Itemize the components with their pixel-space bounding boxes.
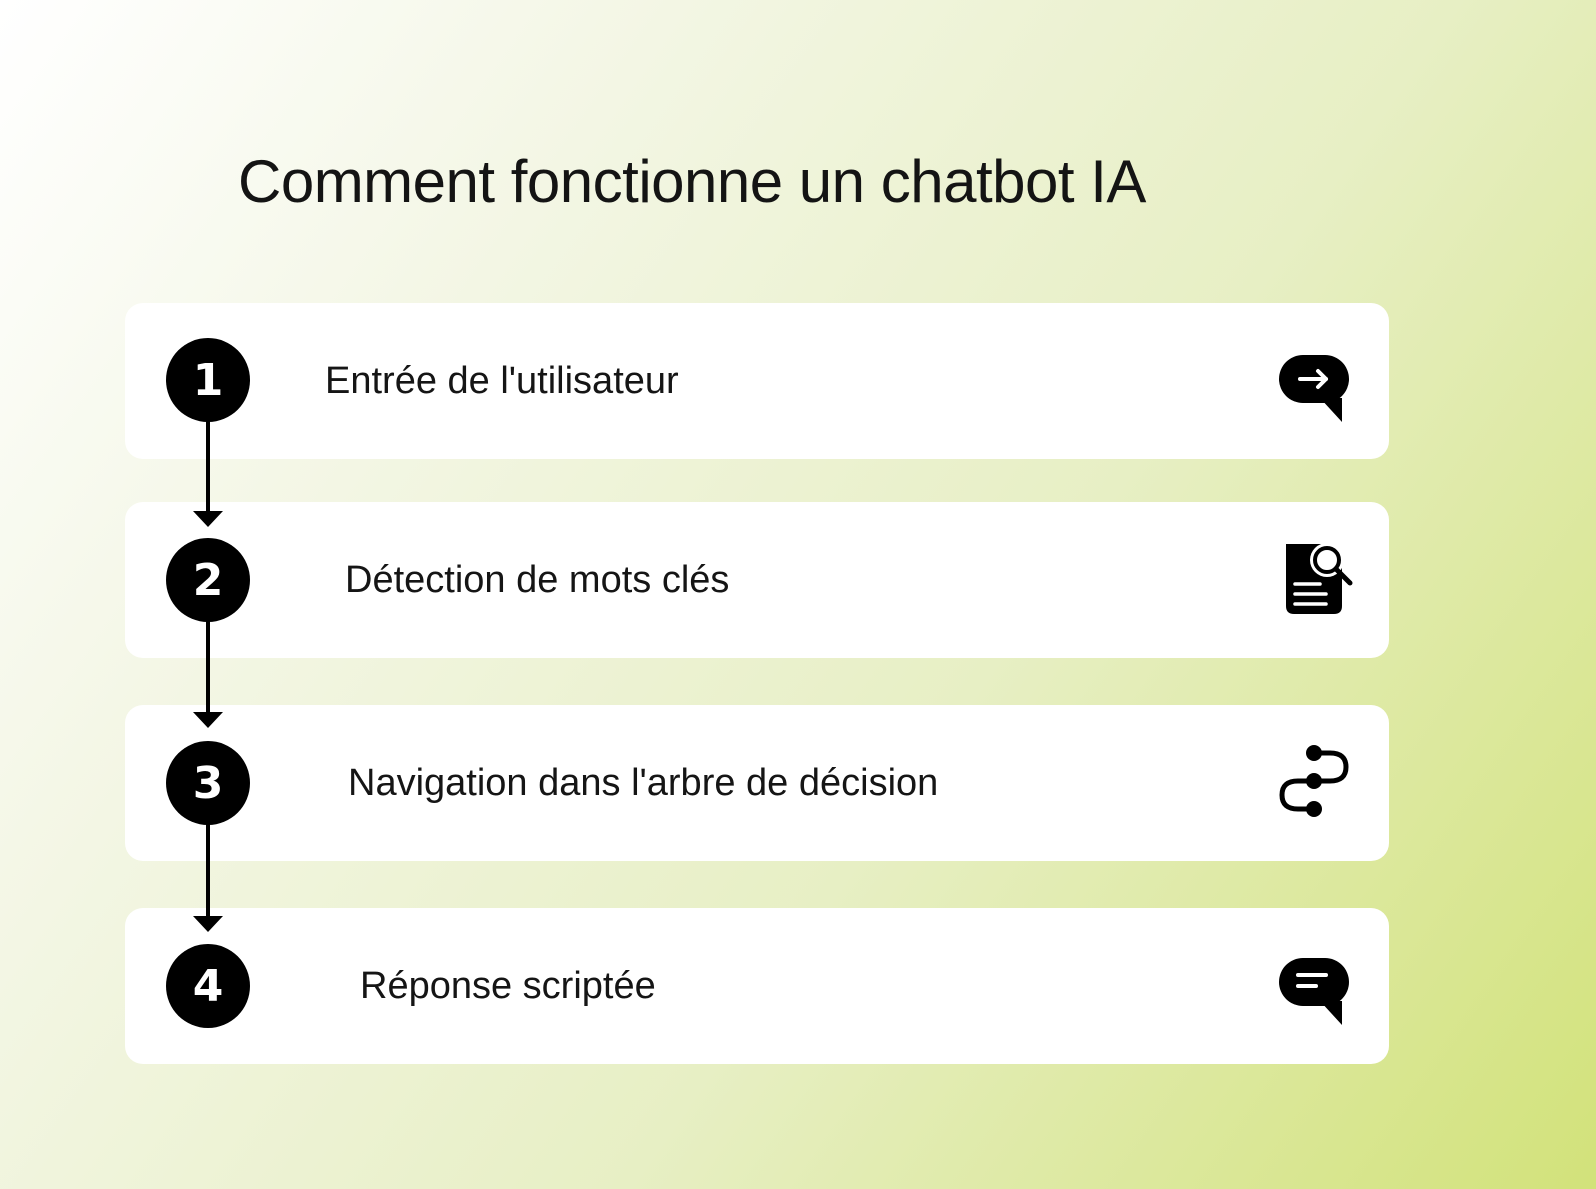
decision-flow-icon <box>1279 745 1349 817</box>
arrowhead-to-3 <box>193 712 223 728</box>
step-label-1: Entrée de l'utilisateur <box>325 360 679 402</box>
arrowhead-to-4 <box>193 916 223 932</box>
step-label-2: Détection de mots clés <box>345 559 730 601</box>
step-number-1: 1 <box>166 338 250 422</box>
chat-message-icon <box>1279 958 1349 1025</box>
connector-2-3 <box>206 620 210 716</box>
step-card-3: Navigation dans l'arbre de décision <box>125 705 1389 861</box>
step-card-2: Détection de mots clés <box>125 502 1389 658</box>
connector-3-4 <box>206 823 210 923</box>
step-number-2: 2 <box>166 538 250 622</box>
step-card-1: Entrée de l'utilisateur <box>125 303 1389 459</box>
connector-1-2 <box>206 420 210 516</box>
step-label-3: Navigation dans l'arbre de décision <box>348 762 939 804</box>
step-number-3: 3 <box>166 741 250 825</box>
step-label-4: Réponse scriptée <box>360 965 656 1007</box>
step-number-4: 4 <box>166 944 250 1028</box>
chat-arrow-icon <box>1279 355 1349 422</box>
diagram-title: Comment fonctionne un chatbot IA <box>238 148 1146 215</box>
step-card-4: Réponse scriptée <box>125 908 1389 1064</box>
arrowhead-to-2 <box>193 511 223 527</box>
document-search-icon <box>1286 543 1353 614</box>
